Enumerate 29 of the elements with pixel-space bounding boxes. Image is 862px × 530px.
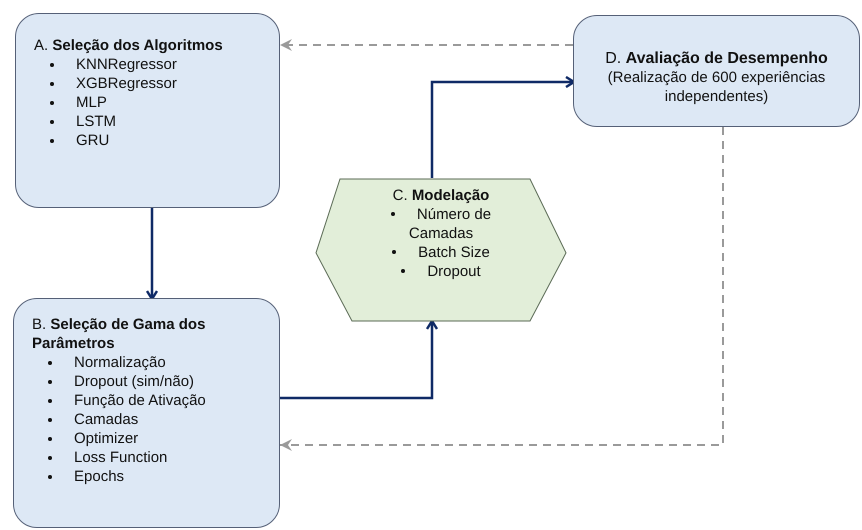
arrow xyxy=(280,127,724,451)
arrow xyxy=(280,320,438,400)
bullet-item: Camadas xyxy=(74,411,138,428)
bullet-item: XGBRegressor xyxy=(76,75,177,92)
node-heading: B. Seleção de Gama dos Parâmetros xyxy=(32,315,206,353)
bullet-item: Optimizer xyxy=(74,430,138,447)
bullet-item: Epochs xyxy=(74,468,124,485)
bullet-item: KNNRegressor xyxy=(76,56,177,73)
bullet-item: Dropout xyxy=(427,263,481,280)
bullet-item: Loss Function xyxy=(74,449,168,466)
process-box xyxy=(15,13,280,208)
process-hexagon xyxy=(315,178,567,322)
node-heading: C. Modelação xyxy=(392,186,490,205)
arrow xyxy=(430,76,576,178)
bullet-item: Dropout (sim/não) xyxy=(74,373,194,390)
arrow xyxy=(146,208,158,300)
bullet-item: Normalização xyxy=(74,354,166,371)
bullet-item: LSTM xyxy=(76,113,116,130)
bullet-item: Função de Ativação xyxy=(74,392,206,409)
bullet-item: MLP xyxy=(76,94,107,111)
node-heading: A. Seleção dos Algoritmos xyxy=(34,36,224,55)
bullet-item: GRU xyxy=(76,132,110,149)
process-box xyxy=(573,15,860,127)
process-box xyxy=(13,298,280,528)
bullet-item: Batch Size xyxy=(418,244,490,261)
arrow xyxy=(280,39,573,51)
node-heading: D. Avaliação de Desempenho xyxy=(604,49,829,68)
bullet-item: Número de Camadas xyxy=(408,206,492,242)
node-description: (Realização de 600 experiências independentes) xyxy=(606,68,826,106)
